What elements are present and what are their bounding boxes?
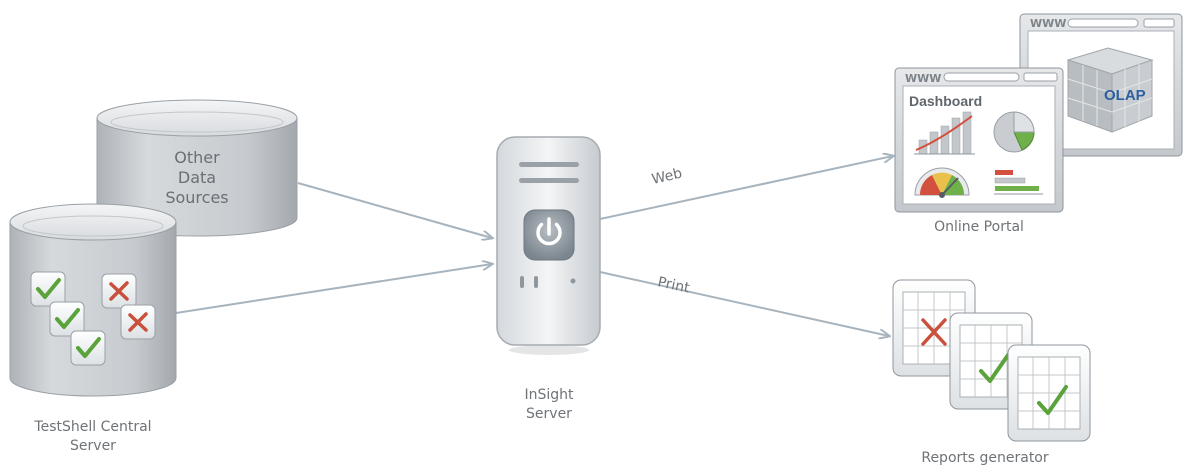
- cross-icon: [109, 281, 129, 301]
- url-label: WWW: [1030, 17, 1066, 30]
- cross-icon: [921, 318, 947, 346]
- cube-icon: [1066, 47, 1154, 133]
- checkmark-icon: [55, 308, 80, 329]
- cross-icon: [128, 312, 148, 332]
- online-portal-node: WWW OLAP WWW Dashboard: [894, 13, 1183, 213]
- test-tile-fail: [120, 304, 156, 340]
- checkmark-icon: [36, 278, 61, 299]
- edge-insight-to-portal: [599, 156, 893, 220]
- power-icon: [536, 217, 562, 246]
- cylinder-top: [9, 203, 177, 241]
- dashboard-title: Dashboard: [909, 93, 982, 109]
- test-tile-pass: [49, 301, 85, 337]
- dashboard-window: WWW Dashboard: [894, 67, 1064, 213]
- test-tile-fail: [101, 273, 137, 309]
- other-data-sources-text: Other Data Sources: [165, 148, 229, 207]
- reports-generator-label: Reports generator: [921, 450, 1049, 466]
- online-portal-label: Online Portal: [934, 219, 1024, 235]
- pie-chart-icon: [993, 111, 1035, 153]
- insight-server-label: InSight Server: [524, 387, 574, 422]
- url-label: WWW: [905, 72, 941, 85]
- edge-label-print: Print: [656, 274, 691, 296]
- test-tile-pass: [70, 330, 106, 366]
- hbar-chart-icon: [994, 170, 1043, 195]
- edge-other-to-insight: [297, 182, 492, 238]
- edge-insight-to-reports: [599, 271, 889, 336]
- other-data-sources-node: [96, 99, 298, 237]
- testshell-central-server-label: TestShell Central Server: [34, 419, 152, 454]
- bar-chart-icon: [914, 111, 975, 155]
- edge-testshell-to-insight: [175, 264, 492, 314]
- checkmark-icon: [979, 353, 1010, 383]
- checkmark-icon: [76, 337, 101, 358]
- test-tile-pass: [30, 271, 66, 307]
- report-sheet: [1007, 344, 1091, 442]
- testshell-central-server-node: [9, 203, 177, 397]
- gauge-icon: [914, 167, 970, 198]
- reports-generator-node: [892, 279, 1091, 442]
- edge-label-web: Web: [650, 165, 683, 187]
- edges: Web Print: [175, 156, 893, 336]
- insight-server-node: [496, 136, 601, 355]
- report-sheet: [892, 279, 976, 377]
- olap-label: OLAP: [1104, 87, 1146, 104]
- checkmark-icon: [1037, 385, 1068, 415]
- cylinder-top: [96, 99, 298, 137]
